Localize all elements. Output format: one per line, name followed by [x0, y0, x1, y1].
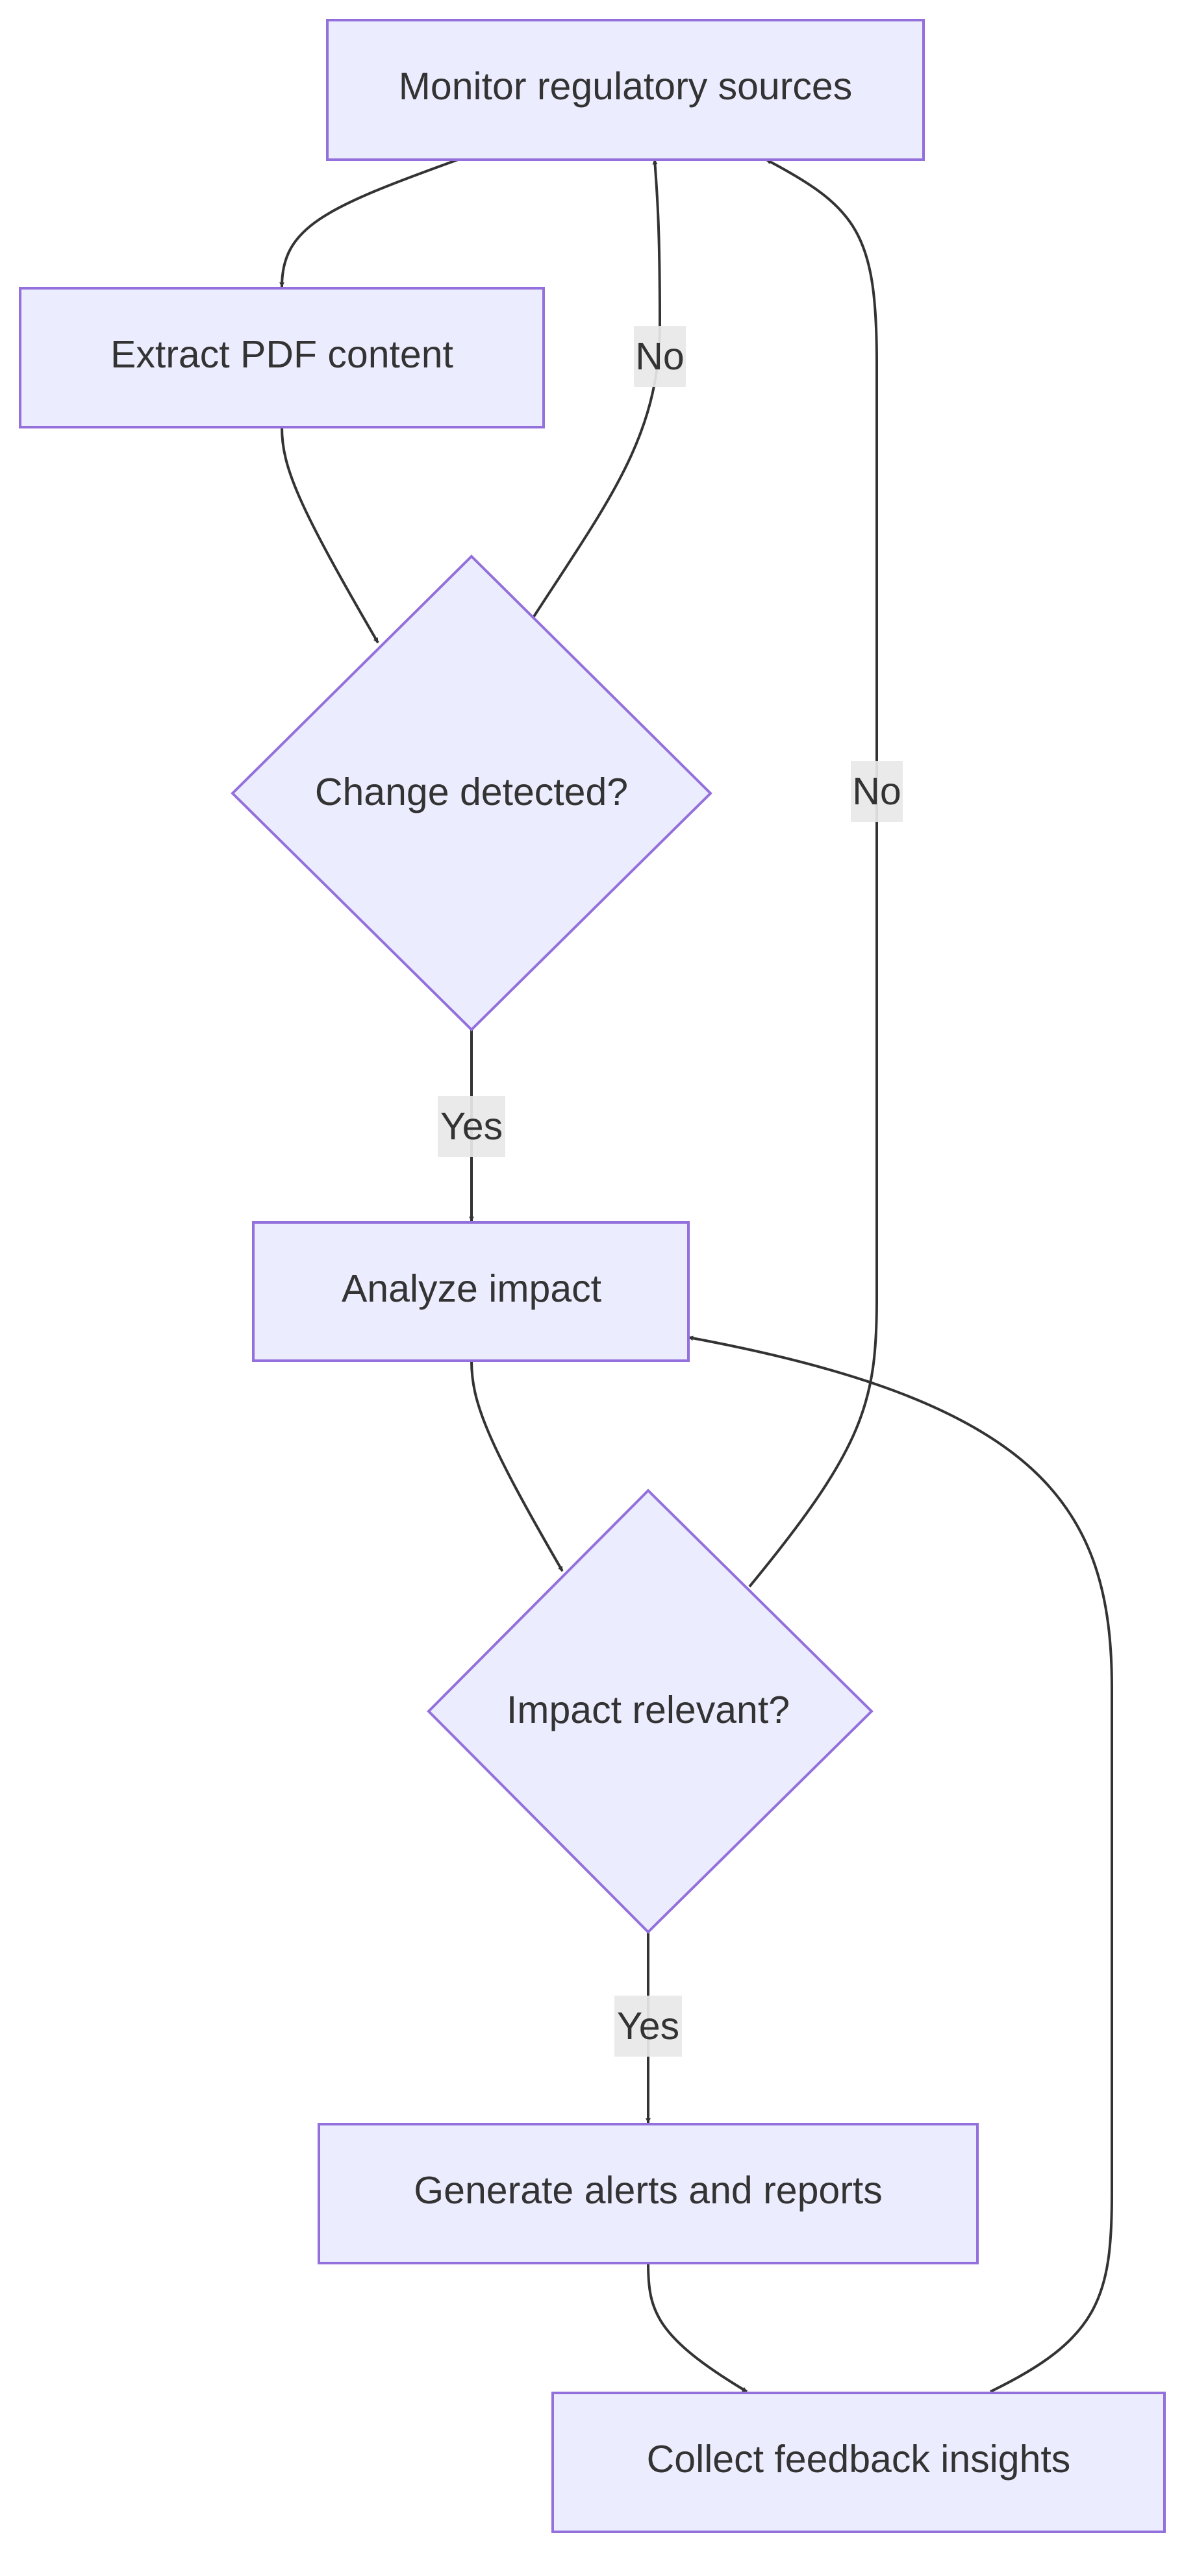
- svg-text:Collect feedback insights: Collect feedback insights: [647, 2438, 1071, 2481]
- svg-text:Yes: Yes: [617, 2005, 679, 2048]
- svg-text:Generate alerts and reports: Generate alerts and reports: [414, 2169, 883, 2212]
- edge-label-relevant-no: No: [851, 761, 903, 822]
- node-analyze-impact: Analyze impact: [252, 1221, 690, 1362]
- edge-labels: No Yes No Yes: [438, 326, 903, 2057]
- edge-monitor-to-extract: [279, 158, 459, 288]
- svg-text:Impact relevant?: Impact relevant?: [507, 1689, 790, 1731]
- svg-text:Monitor regulatory sources: Monitor regulatory sources: [399, 65, 852, 108]
- node-change-detected-decision: Change detected?: [231, 554, 712, 1032]
- node-generate-alerts-and-reports: Generate alerts and reports: [318, 2123, 979, 2264]
- svg-text:No: No: [635, 335, 684, 378]
- svg-text:Yes: Yes: [440, 1105, 503, 1148]
- edge-extract-to-change: [281, 427, 379, 644]
- node-collect-feedback-insights: Collect feedback insights: [551, 2392, 1166, 2533]
- svg-text:Extract PDF content: Extract PDF content: [110, 333, 453, 376]
- edge-alerts-to-feedback: [647, 2262, 748, 2393]
- svg-text:Analyze impact: Analyze impact: [342, 1267, 601, 1310]
- node-monitor-regulatory-sources: Monitor regulatory sources: [326, 19, 925, 161]
- svg-text:No: No: [852, 770, 901, 813]
- node-impact-relevant-decision: Impact relevant?: [427, 1489, 874, 1934]
- edge-analyze-to-relevant: [470, 1360, 564, 1572]
- svg-text:Change detected?: Change detected?: [315, 771, 628, 813]
- node-extract-pdf-content: Extract PDF content: [19, 287, 545, 428]
- edge-relevant-no-to-monitor: [748, 158, 878, 1588]
- edge-label-change-yes: Yes: [438, 1096, 505, 1157]
- nodes: Monitor regulatory sources Extract PDF c…: [19, 19, 1166, 2533]
- edge-feedback-to-analyze: [688, 1335, 1113, 2393]
- edge-label-relevant-yes: Yes: [614, 1996, 682, 2057]
- edge-label-change-no: No: [634, 326, 686, 387]
